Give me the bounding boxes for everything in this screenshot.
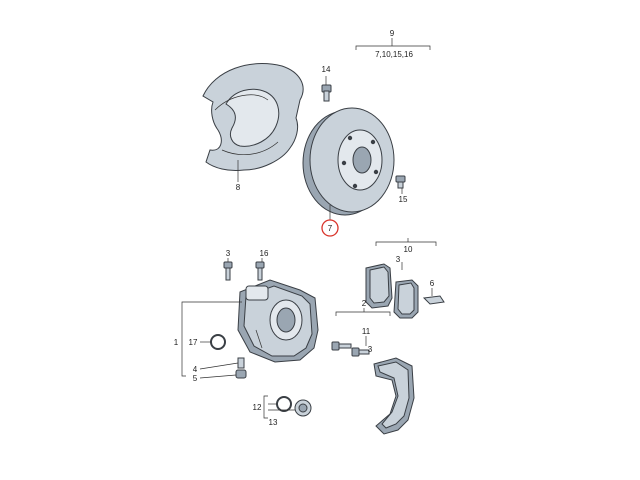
label-12: 12 [253, 403, 262, 412]
label-14: 14 [322, 65, 331, 74]
label-9: 9 [390, 29, 395, 38]
label-9-sub: 7,10,15,16 [375, 50, 413, 59]
brake-disc [302, 107, 395, 216]
label-2: 2 [362, 299, 367, 308]
screw-15 [395, 175, 406, 189]
label-3-pad: 3 [396, 255, 401, 264]
label-16: 16 [260, 249, 269, 258]
label-3-bolt: 3 [226, 249, 231, 258]
label-17: 17 [189, 338, 198, 347]
part-labels: 9 7,10,15,16 14 8 15 7 3 16 10 3 6 2 11 … [174, 29, 435, 427]
leader-lines [181, 38, 437, 419]
caliper-body [237, 279, 319, 363]
bolt-14 [321, 84, 332, 102]
label-10: 10 [404, 245, 413, 254]
bleed-valve [235, 357, 247, 379]
label-8: 8 [236, 183, 241, 192]
label-3-guide: 3 [368, 345, 373, 354]
brake-pads [365, 263, 419, 319]
label-13: 13 [269, 418, 278, 427]
label-1: 1 [174, 338, 179, 347]
dust-shield [202, 63, 304, 171]
guide-bolts [331, 341, 370, 357]
label-6: 6 [430, 279, 435, 288]
caliper-carrier [373, 357, 415, 435]
label-5: 5 [193, 374, 198, 383]
highlight-circle [321, 219, 339, 237]
cap-13 [276, 396, 312, 417]
label-7: 7 [328, 224, 333, 233]
label-4: 4 [193, 365, 198, 374]
seal-ring-17 [210, 334, 226, 350]
spring-clip-6 [422, 295, 445, 305]
caliper-bolts [223, 261, 265, 281]
label-15: 15 [399, 195, 408, 204]
label-11: 11 [362, 327, 371, 336]
